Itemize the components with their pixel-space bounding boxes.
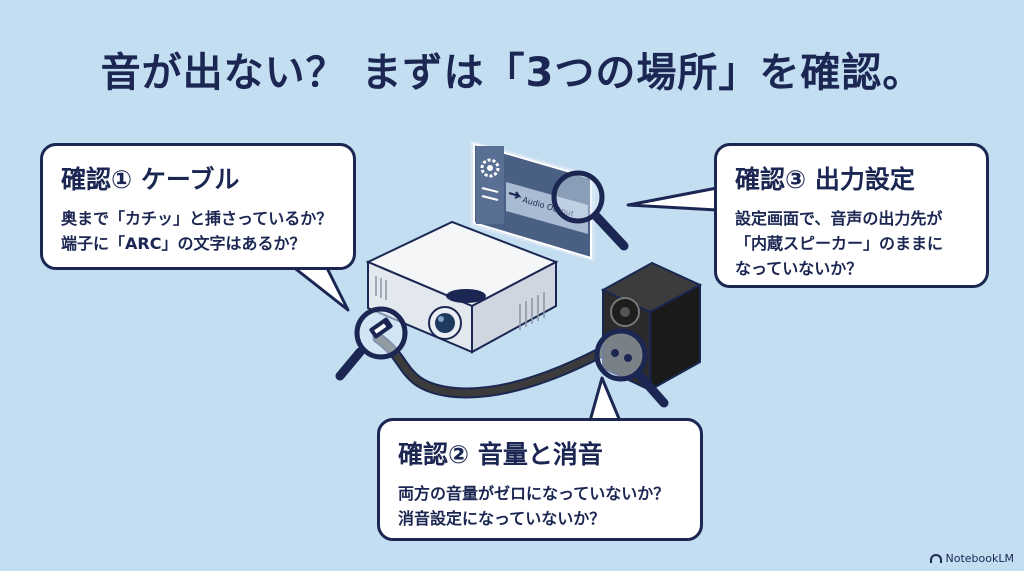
bubble-tail-2 (588, 376, 622, 423)
gear-icon (480, 158, 500, 178)
check-output-callout: 確認③ 出力設定 設定画面で、音声の出力先が 「内蔵スピーカー」のままに なって… (714, 143, 989, 288)
check-volume-callout: 確認② 音量と消音 両方の音量がゼロになっていないか？ 消音設定になっていないか… (377, 418, 703, 541)
hdmi-plug-icon (369, 317, 393, 339)
magnifier-icon (594, 328, 669, 408)
credit: NotebookLM (929, 552, 1014, 565)
bubble-tail-3 (626, 186, 719, 212)
magnifier-icon (551, 170, 629, 251)
magnifier-icon (335, 306, 408, 381)
projector (365, 220, 559, 354)
check-volume-line: 消音設定になっていないか？ (398, 509, 606, 528)
check-output-line: 設定画面で、音声の出力先が (735, 209, 943, 228)
bubble-tail-1 (290, 264, 350, 312)
check-cable-line: 奥まで「カチッ」と挿さっているか？ (61, 209, 333, 228)
notebooklm-icon (929, 554, 942, 563)
speaker (600, 261, 703, 392)
check-output-line: 「内蔵スピーカー」のままに (735, 234, 944, 253)
check-output-heading: 確認③ 出力設定 (735, 165, 915, 194)
check-volume-heading: 確認② 音量と消音 (398, 440, 603, 469)
check-volume-line: 両方の音量がゼロになっていないか？ (398, 484, 670, 503)
check-output-line: なっていないか？ (735, 259, 863, 278)
check-cable-callout: 確認① ケーブル 奥まで「カチッ」と挿さっているか？ 端子に「ARC」の文字はあ… (40, 143, 356, 270)
credit-label: NotebookLM (945, 552, 1014, 565)
check-cable-heading: 確認① ケーブル (61, 165, 240, 194)
check-cable-line: 端子に「ARC」の文字はあるか？ (61, 234, 306, 253)
page-title: 音が出ない？ まずは「3つの場所」を確認。 (100, 50, 924, 96)
